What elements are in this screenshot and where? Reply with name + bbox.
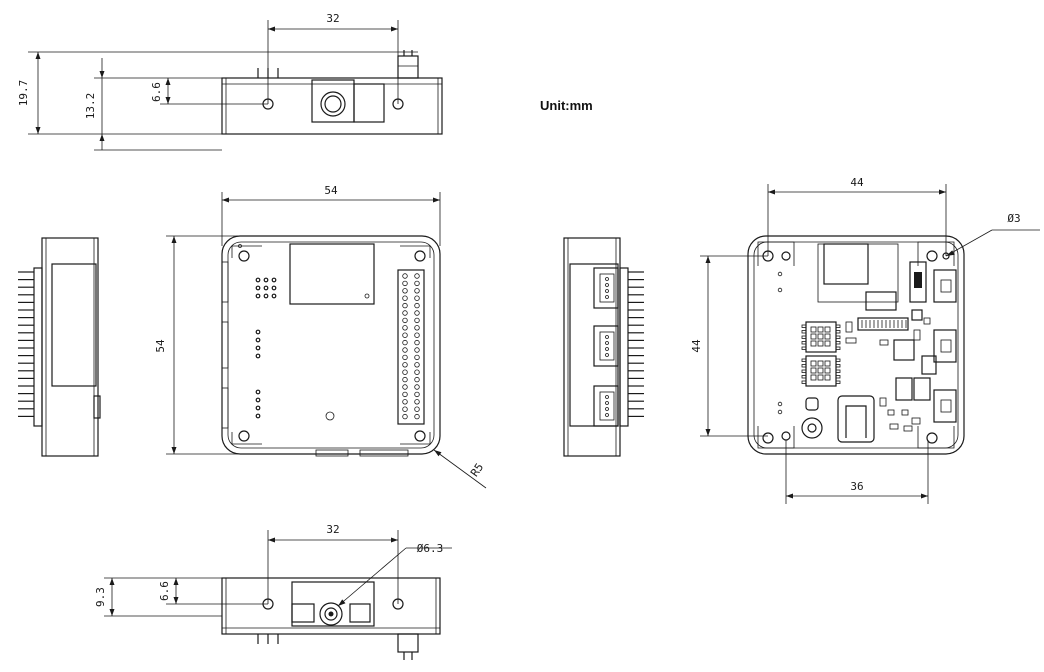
- right-view-connector-pins: [599, 273, 615, 421]
- bottom-view-body: [221, 577, 441, 635]
- top-height-2-dimension: 13.2: [84, 93, 97, 120]
- bottom-width-dimension: 32: [326, 523, 339, 536]
- right-view-connector-1: [593, 267, 619, 309]
- back-mount-hole-br: [926, 432, 938, 444]
- front-mount-hole-tl: [238, 250, 250, 262]
- right-view-connector-2: [593, 325, 619, 367]
- right-view-header-block: [619, 267, 629, 427]
- top-view-jack-inner: [324, 95, 342, 113]
- back-dc-jack: [837, 395, 875, 443]
- right-side-view: [563, 237, 644, 457]
- back-view-body: [747, 235, 965, 455]
- right-view-connector-3: [593, 385, 619, 427]
- bottom-view-header: [397, 633, 419, 653]
- right-view-pins: [628, 271, 644, 417]
- front-module: [289, 243, 375, 305]
- back-switch: [909, 261, 927, 303]
- bottom-view: 32 Ø6.3 6.6 9.3: [94, 523, 452, 660]
- back-mount-hole-tr: [926, 250, 938, 262]
- front-height-dimension: 54: [154, 339, 167, 353]
- back-height-dimension: 44: [690, 339, 703, 353]
- right-view-body: [563, 237, 621, 457]
- front-view-header-pins: [402, 273, 420, 420]
- top-total-height-dimension: 19.7: [17, 80, 30, 107]
- top-view-header: [397, 55, 419, 79]
- top-view-usb-housing: [353, 83, 385, 123]
- back-chip-pins: [801, 324, 841, 384]
- jack-diameter-label: Ø6.3: [417, 542, 444, 555]
- back-module: [823, 243, 869, 285]
- front-width-dimension: 54: [324, 184, 338, 197]
- front-mount-hole-bl: [238, 430, 250, 442]
- front-mount-hole-br: [414, 430, 426, 442]
- back-mount-hole-tl-2: [781, 251, 791, 261]
- top-width-dimension: 32: [326, 12, 339, 25]
- front-view-vias: [238, 244, 277, 419]
- back-bottom-width-dimension: 36: [850, 480, 863, 493]
- bottom-total-height-dimension: 9.3: [94, 587, 107, 607]
- back-smd-parts: [777, 271, 931, 432]
- back-chip-2: [805, 355, 837, 387]
- top-view-jack-outer: [320, 91, 346, 117]
- left-view-header-block: [33, 267, 43, 427]
- back-connector-2: [933, 329, 957, 363]
- left-side-view: [18, 237, 101, 457]
- left-view-window: [51, 263, 97, 387]
- back-chip-1: [805, 321, 837, 353]
- back-width-dimension: 44: [850, 176, 864, 189]
- top-view-body: [221, 77, 443, 135]
- hole-diameter-label: Ø3: [1007, 212, 1020, 225]
- front-view-body: [221, 235, 441, 455]
- back-connector-1: [933, 269, 957, 303]
- back-mount-hole-bl: [762, 432, 774, 444]
- front-view-header: [397, 269, 425, 425]
- back-buzzer: [801, 417, 823, 439]
- top-view: 32 19.7 13.2 6.6: [17, 12, 443, 151]
- back-connector-3: [933, 389, 957, 423]
- front-view: 54 54 R5: [154, 184, 486, 489]
- front-mount-hole-tr: [414, 250, 426, 262]
- unit-label: Unit:mm: [540, 98, 593, 113]
- back-ribbon-connector: [857, 317, 909, 331]
- bottom-hole-height-dimension: 6.6: [158, 581, 171, 601]
- top-hole-height-dimension: 6.6: [150, 82, 163, 102]
- bottom-view-jack-inner: [324, 607, 338, 621]
- corner-radius-label: R5: [468, 461, 486, 479]
- bottom-view-jack-outer: [319, 602, 343, 626]
- back-view: 44 44 Ø3 36: [690, 176, 1040, 504]
- back-inductor: [893, 339, 915, 361]
- left-view-pins: [18, 271, 34, 417]
- left-view-body: [41, 237, 99, 457]
